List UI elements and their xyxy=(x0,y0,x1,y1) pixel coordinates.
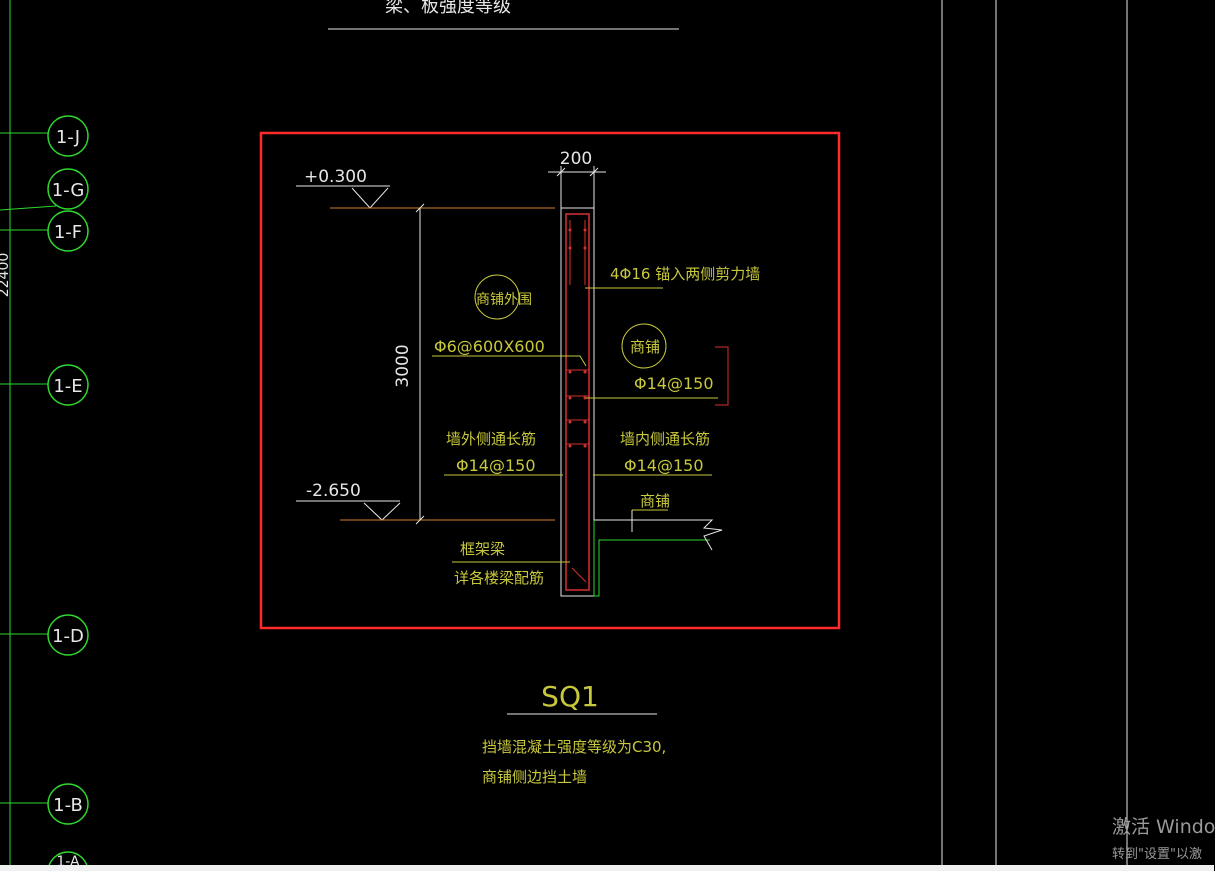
shop-outer-circle xyxy=(474,274,520,320)
width-dim-text: 200 xyxy=(560,149,592,169)
axis-label-1-d: 1-D xyxy=(52,626,84,647)
top-elevation-text: +0.300 xyxy=(304,167,367,187)
axis-label-1-e: 1-E xyxy=(53,376,82,397)
caption-note-1: 挡墙混凝土强度等级为C30, xyxy=(482,738,666,756)
bottom-elevation-mark: -2.650 xyxy=(296,481,555,521)
caption-note-2: 商铺侧边挡土墙 xyxy=(482,768,587,786)
axis-label-1-b: 1-B xyxy=(53,795,83,816)
axis-label-1-j: 1-J xyxy=(56,127,80,148)
top-elevation-mark: +0.300 xyxy=(296,167,555,209)
leader-lines xyxy=(432,287,729,563)
axis-bubble-1-d[interactable]: 1-D xyxy=(0,614,89,656)
break-line xyxy=(700,519,723,551)
selection-highlight-box xyxy=(259,131,841,630)
frame-beam-label: 框架梁 xyxy=(460,540,505,558)
axis-bubble-1-j[interactable]: 1-J xyxy=(0,115,89,157)
outer-long-label: Φ14@150 xyxy=(456,456,536,475)
shop-outer-label: 商铺外围 xyxy=(476,292,532,308)
shop-bottom-label: 商铺 xyxy=(640,492,670,510)
shop-label: 商铺 xyxy=(630,338,660,356)
watermark-line-2: 转到"设置"以激 xyxy=(1112,847,1202,862)
axis-bubble-1-g[interactable]: 1-G xyxy=(0,168,89,211)
section-title: SQ1 xyxy=(541,680,599,713)
watermark-line-1: 激活 Windo xyxy=(1112,816,1215,838)
bottom-elevation-text: -2.650 xyxy=(306,481,361,501)
inner-long-title: 墙内侧通长筋 xyxy=(620,430,710,448)
axis-label-1-f: 1-F xyxy=(54,222,82,243)
anchor-rebar-label: 4Φ16 锚入两侧剪力墙 xyxy=(610,265,760,283)
height-dimension: 3000 xyxy=(393,203,425,525)
tie-rebar-label: Φ6@600X600 xyxy=(434,337,545,356)
width-dimension: 200 xyxy=(548,149,606,208)
wall-section xyxy=(560,207,710,597)
beam-rebar-label: 详各楼梁配筋 xyxy=(454,569,544,587)
top-title: 梁、板强度等级 xyxy=(385,0,511,17)
height-dim-text: 3000 xyxy=(393,344,413,387)
windows-activation-watermark: 激活 Windo 转到"设置"以激 xyxy=(1112,812,1215,862)
bottom-strip xyxy=(0,865,1214,871)
shop-circle xyxy=(621,323,667,369)
side-dimension: 22400 xyxy=(0,253,12,298)
outer-long-title: 墙外侧通长筋 xyxy=(446,430,536,448)
inner-long-label: Φ14@150 xyxy=(624,456,704,475)
axis-bubble-1-b[interactable]: 1-B xyxy=(0,783,89,825)
inner-bar-label: Φ14@150 xyxy=(634,374,714,393)
axis-bubble-1-f[interactable]: 1-F xyxy=(0,210,89,252)
axis-bubble-1-e[interactable]: 1-E xyxy=(0,364,89,406)
axis-label-1-g: 1-G xyxy=(52,180,85,201)
